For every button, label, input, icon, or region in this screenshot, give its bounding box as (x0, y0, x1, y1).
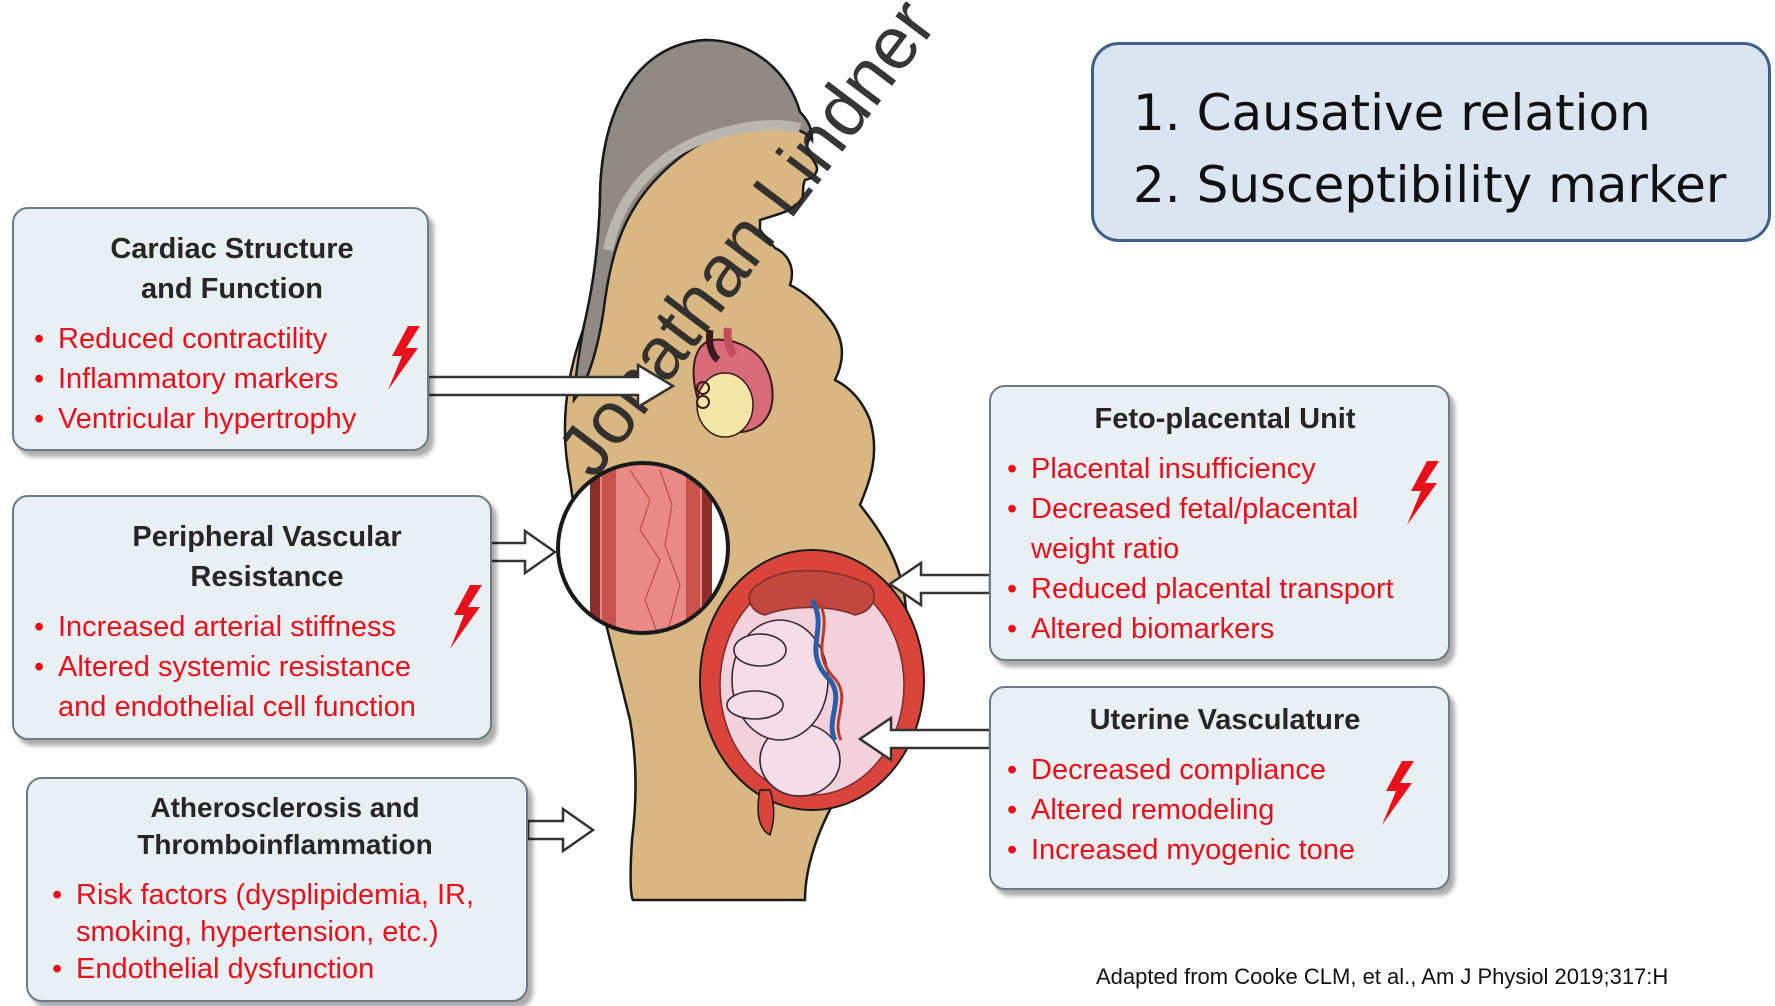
lightning-bolt-icon (1401, 461, 1441, 525)
athero-box-title: Atherosclerosis and Thromboinflammation (50, 789, 520, 863)
list-item: Decreased fetal/placental (1005, 489, 1448, 529)
list-item: Altered biomarkers (1005, 609, 1448, 649)
arrow-feto-to-placenta (886, 560, 992, 608)
list-item: Reduced placental transport (1005, 569, 1448, 609)
callout-line-2: 2. Susceptibility marker (1094, 149, 1768, 221)
cardiac-box-title: Cardiac Structure and Function (32, 229, 432, 309)
list-item: Reduced contractility (32, 319, 427, 359)
arrow-athero-to-body (528, 806, 598, 854)
uterine-box-title: Uterine Vasculature (1005, 700, 1445, 740)
lightning-bolt-icon (1376, 761, 1416, 825)
feto-risk-list: Placental insufficiency Decreased fetal/… (1005, 449, 1448, 649)
arrow-uterine-to-uterus (856, 715, 992, 763)
athero-risk-list: Risk factors (dysplipidemia, IR, smoking… (50, 877, 526, 988)
atherosclerosis-box: Atherosclerosis and Thromboinflammation … (26, 777, 528, 1002)
feto-placental-box: Feto-placental Unit Placental insufficie… (989, 385, 1450, 661)
lightning-bolt-icon (382, 326, 422, 390)
list-item: smoking, hypertension, etc.) (50, 914, 526, 951)
list-item: Altered systemic resistance (32, 647, 490, 687)
list-item: Ventricular hypertrophy (32, 399, 427, 439)
arrow-cardiac-to-heart (428, 362, 678, 410)
peripheral-vascular-box: Peripheral Vascular Resistance Increased… (12, 495, 492, 740)
list-item: Inflammatory markers (32, 359, 427, 399)
list-item: Increased myogenic tone (1005, 830, 1448, 870)
list-item: Risk factors (dysplipidemia, IR, (50, 877, 526, 914)
citation-text: Adapted from Cooke CLM, et al., Am J Phy… (1096, 964, 1668, 990)
cardiac-structure-box: Cardiac Structure and Function Reduced c… (12, 207, 429, 451)
peripheral-box-title: Peripheral Vascular Resistance (32, 517, 502, 597)
peripheral-risk-list: Increased arterial stiffness Altered sys… (32, 607, 490, 727)
cardiac-risk-list: Reduced contractility Inflammatory marke… (32, 319, 427, 439)
lightning-bolt-icon (444, 585, 484, 649)
list-item: Placental insufficiency (1005, 449, 1448, 489)
list-item: Increased arterial stiffness (32, 607, 490, 647)
hypothesis-callout: 1. Causative relation 2. Susceptibility … (1091, 42, 1771, 242)
list-item: and endothelial cell function (32, 687, 490, 727)
callout-line-1: 1. Causative relation (1094, 77, 1768, 149)
feto-box-title: Feto-placental Unit (1005, 399, 1445, 439)
list-item: Endothelial dysfunction (50, 951, 526, 988)
list-item: weight ratio (1005, 529, 1448, 569)
